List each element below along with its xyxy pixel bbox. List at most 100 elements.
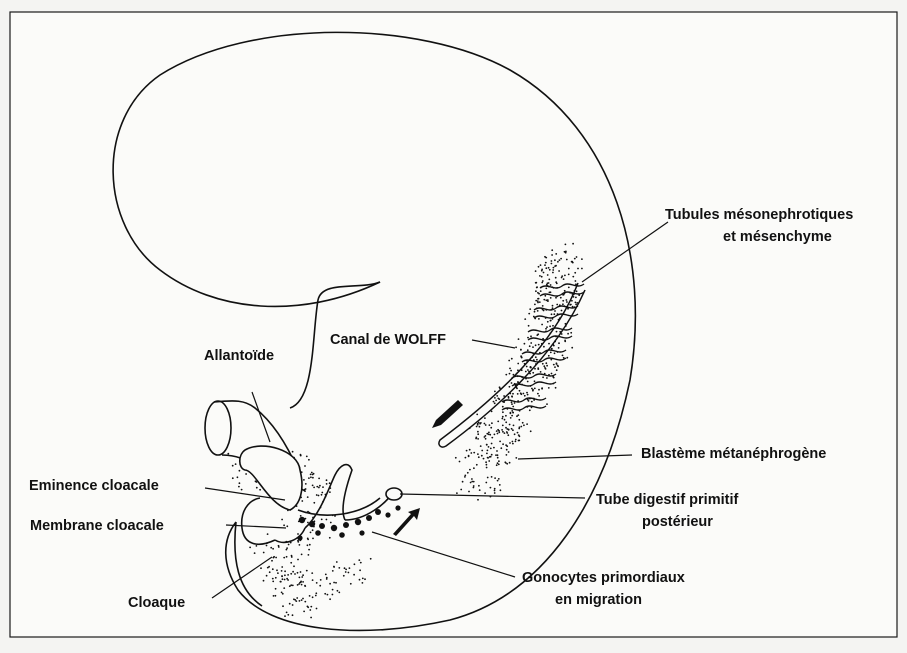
stipple-dot: [528, 400, 530, 402]
stipple-dot: [307, 544, 309, 546]
stipple-dot: [300, 581, 302, 583]
stipple-dot: [529, 409, 531, 411]
stipple-dot: [546, 377, 548, 379]
stipple-dot: [501, 429, 503, 431]
stipple-dot: [312, 596, 314, 598]
stipple-dot: [362, 578, 364, 580]
stipple-dot: [548, 387, 550, 389]
stipple-dot: [338, 592, 340, 594]
stipple-dot: [562, 303, 564, 305]
stipple-dot: [476, 414, 478, 416]
stipple-dot: [318, 495, 320, 497]
stipple-dot: [237, 476, 239, 478]
label-eminence: Eminence cloacale: [29, 478, 159, 494]
stipple-dot: [297, 559, 299, 561]
stipple-dot: [270, 547, 272, 549]
stipple-dot: [232, 477, 234, 479]
stipple-dot: [575, 304, 577, 306]
stipple-dot: [239, 482, 241, 484]
stipple-dot: [496, 430, 498, 432]
stipple-dot: [525, 371, 527, 373]
stipple-dot: [564, 290, 566, 292]
stipple-dot: [550, 284, 552, 286]
stipple-dot: [283, 524, 285, 526]
stipple-dot: [572, 243, 574, 245]
stipple-dot: [364, 578, 366, 580]
stipple-dot: [478, 485, 480, 487]
stipple-dot: [326, 519, 328, 521]
stipple-dot: [571, 347, 573, 349]
stipple-dot: [506, 454, 508, 456]
stipple-dot: [543, 299, 545, 301]
label-blasteme: Blastème métanéphrogène: [641, 446, 826, 462]
stipple-dot: [329, 583, 331, 585]
stipple-dot: [300, 571, 302, 573]
stipple-dot: [553, 377, 555, 379]
stipple-dot: [278, 545, 280, 547]
stipple-dot: [302, 598, 304, 600]
stipple-dot: [537, 367, 539, 369]
stipple-dot: [551, 373, 553, 375]
stipple-dot: [359, 579, 361, 581]
stipple-dot: [497, 429, 499, 431]
stipple-dot: [544, 295, 546, 297]
stipple-dot: [484, 423, 486, 425]
stipple-dot: [310, 606, 312, 608]
stipple-dot: [350, 583, 352, 585]
stipple-dot: [561, 310, 563, 312]
stipple-dot: [338, 567, 340, 569]
stipple-dot: [281, 592, 283, 594]
stipple-dot: [324, 593, 326, 595]
figure-frame: [10, 12, 897, 637]
stipple-dot: [481, 450, 483, 452]
stipple-dot: [299, 577, 301, 579]
stipple-dot: [510, 417, 512, 419]
stipple-dot: [281, 566, 283, 568]
stipple-dot: [354, 563, 356, 565]
stipple-dot: [275, 557, 277, 559]
stipple-dot: [486, 464, 488, 466]
stipple-dot: [333, 566, 335, 568]
stipple-dot: [484, 492, 486, 494]
stipple-dot: [313, 502, 315, 504]
stipple-dot: [550, 352, 552, 354]
stipple-dot: [551, 249, 553, 251]
stipple-dot: [562, 300, 564, 302]
stipple-dot: [335, 582, 337, 584]
stipple-dot: [269, 571, 271, 573]
stipple-dot: [511, 396, 513, 398]
stipple-dot: [536, 286, 538, 288]
stipple-dot: [321, 492, 323, 494]
stipple-dot: [555, 281, 557, 283]
stipple-dot: [494, 477, 496, 479]
stipple-dot: [301, 500, 303, 502]
stipple-dot: [316, 582, 318, 584]
stipple-dot: [277, 572, 279, 574]
stipple-dot: [527, 337, 529, 339]
stipple-dot: [286, 549, 288, 551]
stipple-dot: [548, 343, 550, 345]
stipple-dot: [517, 363, 519, 365]
stipple-dot: [540, 371, 542, 373]
stipple-dot: [511, 382, 513, 384]
stipple-dot: [307, 522, 309, 524]
stipple-dot: [527, 349, 529, 351]
stipple-dot: [498, 431, 500, 433]
stipple-dot: [290, 584, 292, 586]
stipple-dot: [578, 294, 580, 296]
stipple-dot: [565, 251, 567, 253]
stipple-dot: [534, 311, 536, 313]
stipple-dot: [508, 396, 510, 398]
stipple-dot: [304, 490, 306, 492]
stipple-dot: [345, 571, 347, 573]
stipple-dot: [532, 372, 534, 374]
stipple-dot: [487, 457, 489, 459]
stipple-dot: [508, 451, 510, 453]
stipple-dot: [543, 272, 545, 274]
stipple-dot: [501, 418, 503, 420]
stipple-dot: [494, 391, 496, 393]
stipple-dot: [493, 401, 495, 403]
stipple-dot: [290, 562, 292, 564]
stipple-dot: [297, 533, 299, 535]
stipple-dot: [309, 595, 311, 597]
